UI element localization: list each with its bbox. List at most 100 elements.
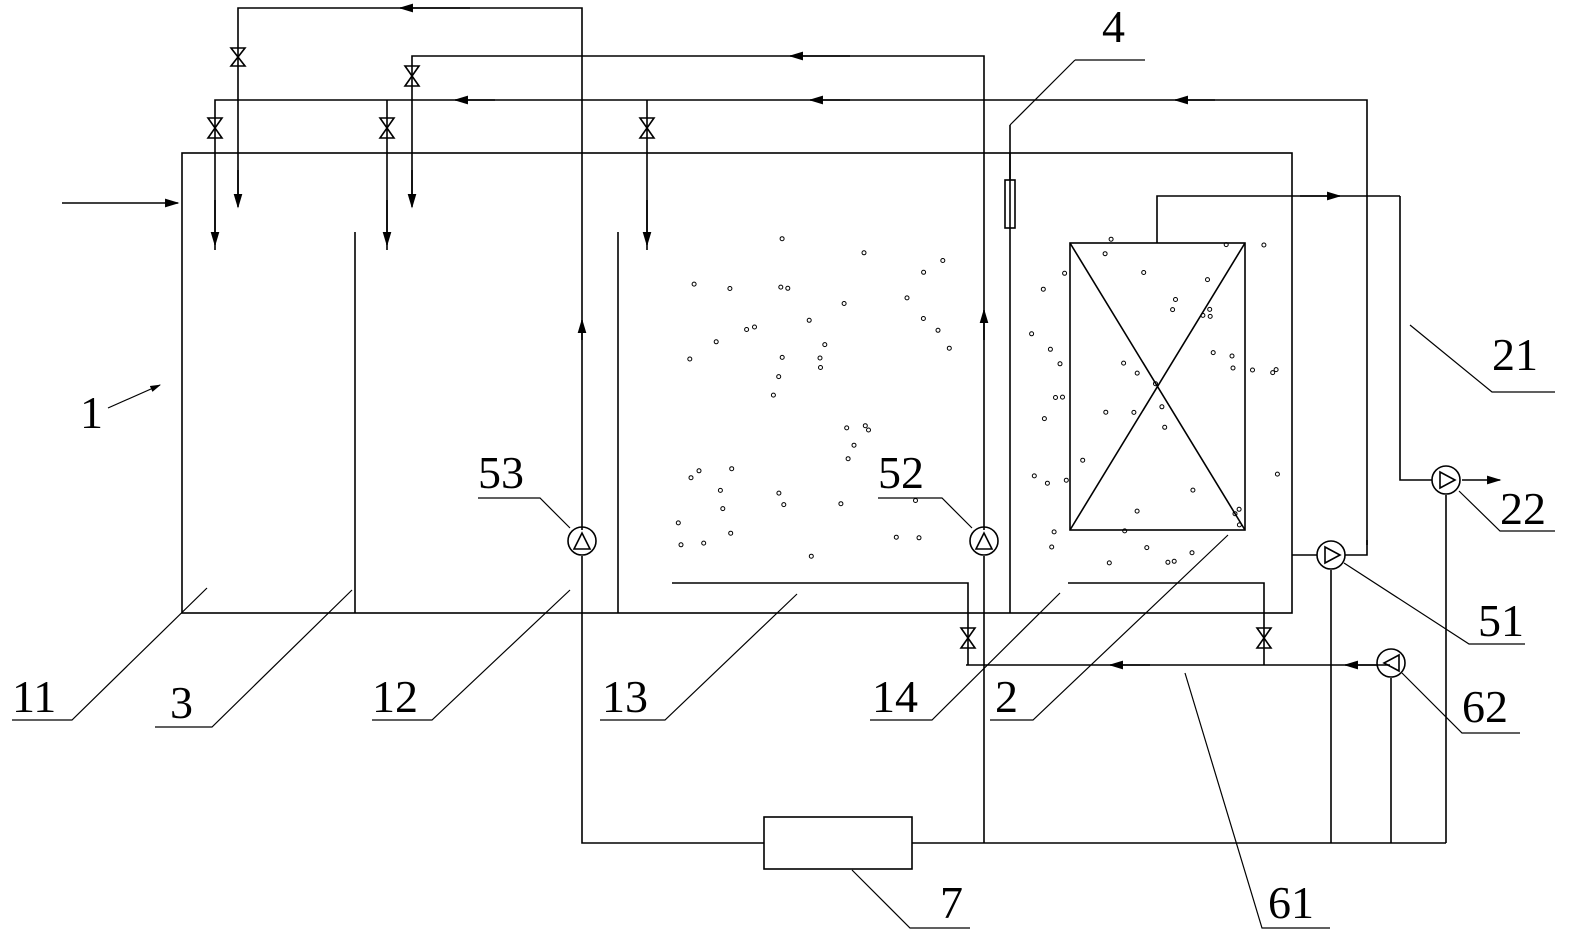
- particle: [1250, 367, 1255, 373]
- particle: [1041, 416, 1047, 422]
- particle: [678, 542, 684, 548]
- particle: [1236, 522, 1242, 528]
- particle: [1029, 331, 1035, 337]
- particle: [1060, 394, 1065, 400]
- label-62: 62: [1462, 681, 1508, 732]
- particle: [779, 236, 785, 242]
- particle: [776, 490, 782, 496]
- particle: [838, 501, 844, 507]
- label-7: 7: [940, 877, 963, 928]
- particle: [893, 534, 899, 540]
- particle: [806, 317, 812, 323]
- particle: [752, 324, 757, 330]
- particle: [851, 442, 857, 448]
- label-13: 13: [602, 671, 648, 722]
- label-14: 14: [872, 671, 918, 722]
- particle: [701, 540, 707, 546]
- particle: [940, 258, 946, 263]
- label-51: 51: [1478, 595, 1524, 646]
- particle: [1108, 236, 1114, 242]
- particle: [1063, 477, 1069, 483]
- particle: [1171, 558, 1177, 564]
- particle: [862, 423, 868, 429]
- particle: [1153, 381, 1158, 387]
- particle: [1102, 251, 1108, 257]
- label-21: 21: [1492, 329, 1538, 380]
- particle: [1200, 312, 1206, 318]
- particle: [1236, 506, 1242, 512]
- label-52: 52: [878, 447, 924, 498]
- particle: [916, 535, 922, 541]
- tank: [62, 152, 1293, 614]
- particle: [1144, 545, 1150, 551]
- particle: [935, 327, 941, 333]
- particle: [913, 498, 918, 503]
- particle: [1121, 360, 1127, 366]
- particle: [1173, 297, 1178, 302]
- particle: [729, 466, 735, 472]
- particle: [727, 286, 733, 291]
- particle: [817, 355, 823, 361]
- particle: [744, 327, 750, 332]
- particle: [1134, 370, 1140, 376]
- particle: [1051, 529, 1057, 535]
- particle: [1162, 424, 1168, 430]
- particle: [920, 316, 926, 321]
- particle: [688, 475, 694, 481]
- leader-lines: [12, 324, 1555, 929]
- label-53: 53: [478, 447, 524, 498]
- aeration-lines: [672, 582, 1390, 670]
- particle: [781, 502, 787, 508]
- carrier-particles-14: [1029, 236, 1280, 566]
- particle: [904, 295, 910, 301]
- particle: [1057, 361, 1063, 367]
- pump-62: [1376, 648, 1406, 678]
- particle: [841, 301, 847, 306]
- particle: [1031, 473, 1037, 479]
- particle: [778, 284, 784, 290]
- particle: [845, 456, 851, 462]
- level-gauge: [1004, 59, 1145, 229]
- label-61: 61: [1268, 877, 1314, 928]
- particle: [1131, 409, 1137, 415]
- label-4: 4: [1102, 1, 1125, 52]
- particle: [1159, 404, 1165, 410]
- particle: [1165, 559, 1171, 565]
- particle: [770, 392, 776, 398]
- particle: [1103, 409, 1109, 415]
- particle: [720, 506, 726, 512]
- particle: [818, 365, 823, 370]
- particle: [713, 339, 719, 345]
- control-lines: [581, 495, 1447, 870]
- particle: [1207, 313, 1213, 319]
- particle: [1210, 350, 1216, 356]
- label-12: 12: [372, 671, 418, 722]
- particle: [866, 427, 871, 433]
- pump-53: [567, 526, 597, 556]
- particle: [1134, 508, 1140, 514]
- particle: [1080, 457, 1086, 463]
- particle: [696, 468, 702, 474]
- particle: [1207, 306, 1213, 312]
- particle: [1232, 511, 1238, 517]
- particle: [1049, 544, 1055, 550]
- pump-52: [969, 526, 999, 556]
- particle: [921, 269, 927, 275]
- label-3: 3: [170, 677, 193, 728]
- particle: [785, 285, 791, 291]
- particle: [728, 530, 734, 536]
- particle: [1261, 242, 1267, 248]
- particle: [946, 345, 952, 351]
- particle: [1274, 471, 1280, 477]
- particle: [1053, 395, 1058, 400]
- particle: [1106, 560, 1112, 566]
- tank-partitions: [354, 153, 1011, 613]
- particle: [1044, 480, 1050, 486]
- particle: [1170, 307, 1176, 313]
- particle: [1189, 550, 1195, 556]
- particle: [675, 520, 681, 526]
- pump-51: [1292, 540, 1368, 570]
- particle: [779, 354, 785, 360]
- particle: [1223, 242, 1229, 248]
